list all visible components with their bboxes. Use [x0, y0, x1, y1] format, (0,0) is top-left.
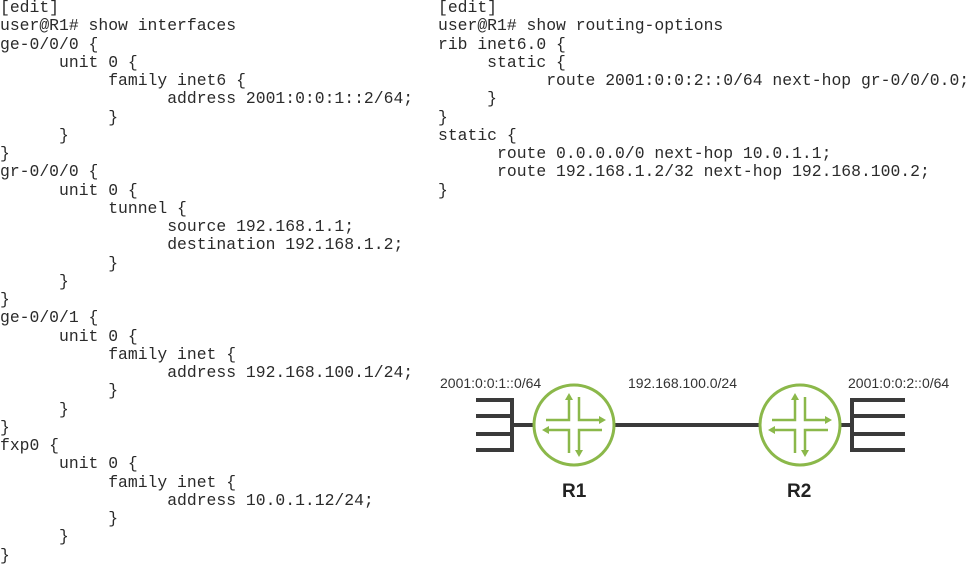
middle-network-label: 192.168.100.0/24 [628, 375, 737, 391]
left-lan-icon [476, 398, 535, 452]
config-line: gr-0/0/0 { [0, 162, 99, 182]
router2-label: R2 [787, 481, 811, 502]
config-line: user@R1# show interfaces [0, 16, 237, 36]
config-line: route 192.168.1.2/32 next-hop 192.168.10… [438, 162, 930, 182]
config-line: unit 0 { [0, 454, 138, 474]
config-line: ge-0/0/0 { [0, 34, 99, 54]
config-line: } [0, 509, 119, 528]
config-line: } [438, 107, 448, 127]
config-line: route 0.0.0.0/0 next-hop 10.0.1.1; [438, 144, 832, 163]
config-line: destination 192.168.1.2; [0, 235, 404, 255]
config-line: fxp0 { [0, 436, 60, 455]
config-line: user@R1# show routing-options [438, 16, 724, 36]
config-line: } [438, 89, 498, 109]
config-line: family inet6 { [0, 71, 246, 90]
config-line: source 192.168.1.1; [0, 217, 355, 236]
router-r2-icon [758, 383, 842, 467]
right-network-label: 2001:0:0:2::0/64 [848, 375, 949, 391]
config-line: rib inet6.0 { [438, 34, 566, 54]
config-line: } [0, 144, 10, 163]
config-line: tunnel { [0, 198, 187, 218]
config-line: ge-0/0/1 { [0, 308, 99, 328]
config-line: } [438, 180, 448, 200]
config-line: unit 0 { [0, 52, 138, 72]
router-r1-icon [532, 383, 616, 467]
config-line: } [0, 253, 119, 273]
config-line: unit 0 { [0, 326, 138, 346]
left-network-label: 2001:0:0:1::0/64 [440, 375, 541, 391]
config-line: } [0, 107, 119, 127]
config-line: static { [438, 52, 566, 72]
config-line: [edit] [0, 0, 60, 17]
config-line: family inet { [0, 472, 237, 492]
config-line: address 2001:0:0:1::2/64; [0, 89, 414, 109]
right-lan-icon [840, 398, 905, 452]
config-line: } [0, 290, 10, 309]
config-line: } [0, 417, 10, 437]
config-line: } [0, 381, 119, 401]
router1-label: R1 [562, 481, 587, 502]
config-line: } [0, 527, 69, 547]
config-line: address 192.168.100.1/24; [0, 363, 414, 382]
config-line: unit 0 { [0, 180, 138, 200]
config-line: } [0, 125, 69, 145]
config-line: } [0, 271, 69, 291]
config-line: address 10.0.1.12/24; [0, 490, 374, 510]
config-line: family inet { [0, 344, 237, 364]
config-line: } [0, 545, 10, 565]
config-line: static { [438, 125, 517, 145]
config-line: } [0, 399, 69, 419]
config-line: route 2001:0:0:2::0/64 next-hop gr-0/0/0… [438, 71, 970, 90]
config-line: [edit] [438, 0, 498, 17]
